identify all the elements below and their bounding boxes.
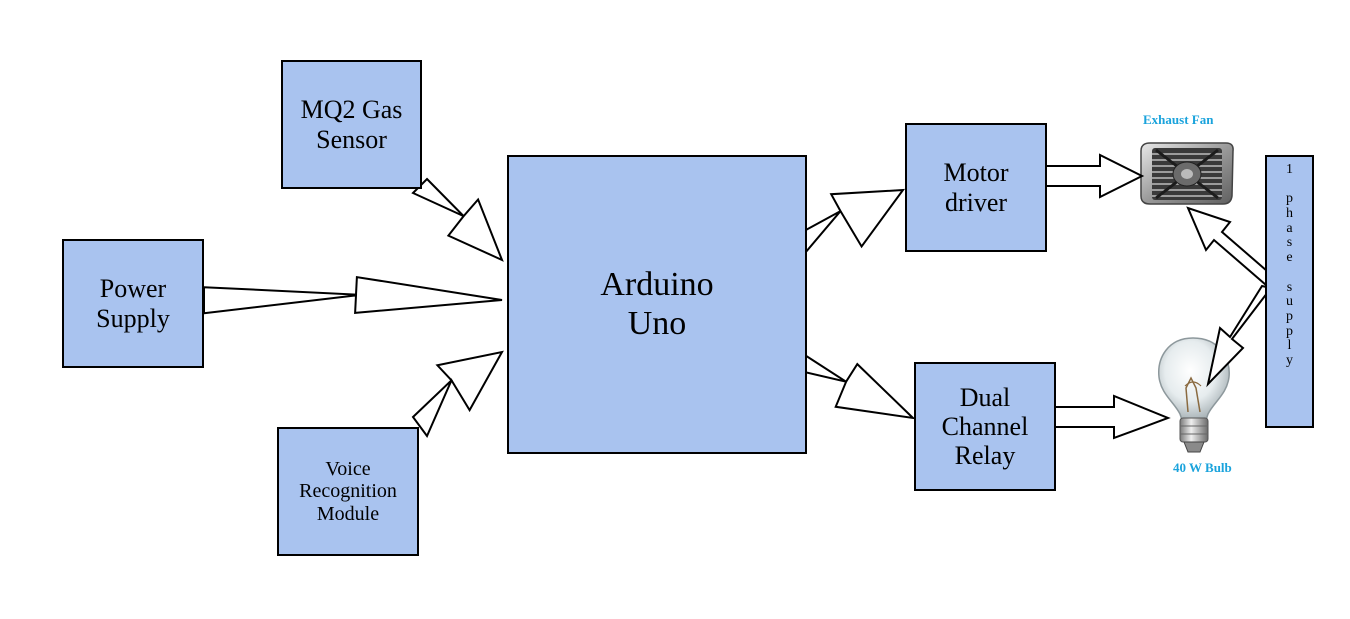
- voice-recognition-module-block: Voice Recognition Module: [277, 427, 419, 556]
- arrow-voice-to-arduino: [411, 350, 504, 438]
- bulb-caption: 40 W Bulb: [1173, 460, 1232, 475]
- arduino-uno-block: Arduino Uno: [507, 155, 807, 454]
- dual-channel-relay-block: Dual Channel Relay: [914, 362, 1056, 491]
- arrow-motor-to-fan: [1044, 153, 1145, 199]
- exhaust-fan-icon: [1140, 142, 1234, 205]
- arrow-supply-to-fan: [1186, 206, 1276, 287]
- arrow-arduino-to-motor: [791, 188, 906, 255]
- arrow-relay-to-bulb: [1054, 394, 1171, 440]
- mq2-gas-sensor-block: MQ2 Gas Sensor: [281, 60, 422, 189]
- light-bulb-icon: [1158, 337, 1230, 453]
- arrow-mq2-to-arduino: [411, 177, 504, 262]
- arrow-supply-to-bulb: [1206, 284, 1273, 388]
- arrow-power-to-arduino: [203, 275, 503, 315]
- motor-driver-block: Motor driver: [905, 123, 1047, 252]
- power-supply-block: Power Supply: [62, 239, 204, 368]
- exhaust-fan-caption: Exhaust Fan: [1143, 112, 1214, 127]
